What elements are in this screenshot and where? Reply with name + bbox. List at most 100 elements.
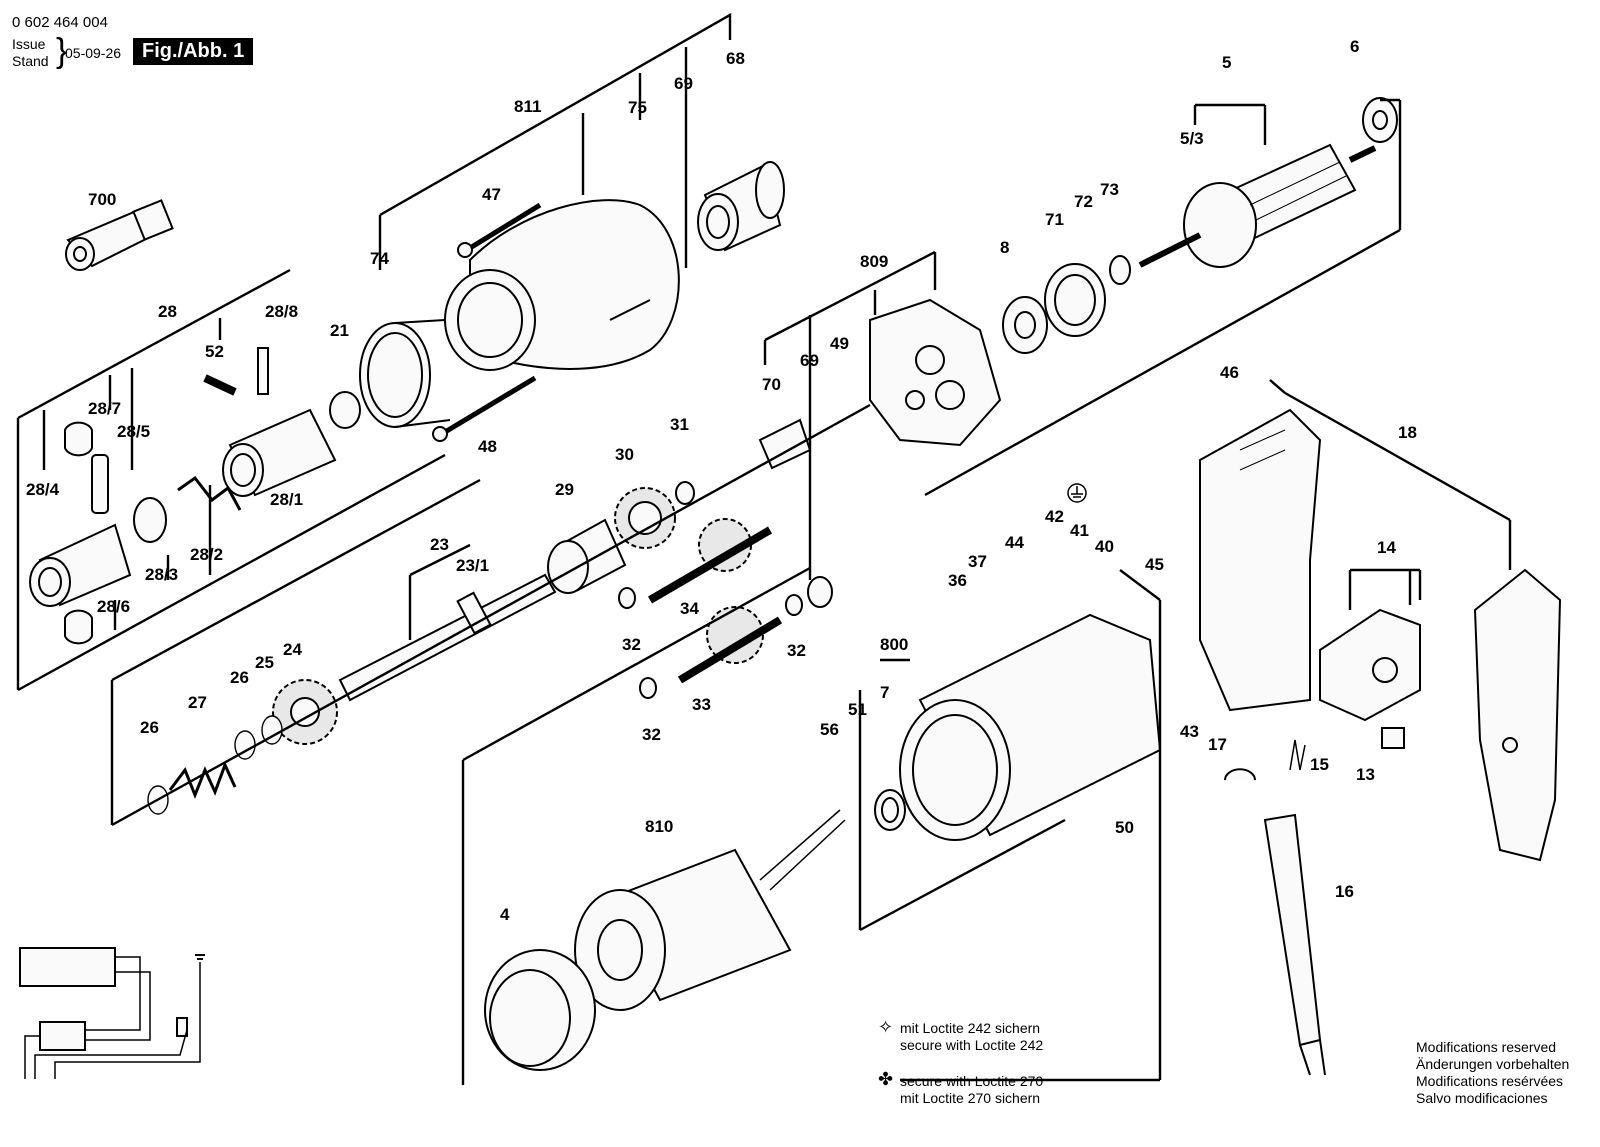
label-68: 68 — [726, 49, 745, 68]
label-5: 5 — [1222, 53, 1231, 72]
label-15: 15 — [1310, 755, 1329, 774]
modifications-es: Salvo modificaciones — [1416, 1090, 1548, 1106]
part-68-bushing — [697, 161, 785, 252]
label-33: 33 — [692, 695, 711, 714]
handle-half-right — [1473, 568, 1562, 862]
loctite-242-en: secure with Loctite 242 — [900, 1037, 1044, 1053]
part-71-plate — [1044, 263, 1106, 337]
loctite-270-de: mit Loctite 270 sichern — [900, 1090, 1041, 1106]
label-27: 27 — [188, 693, 207, 712]
label-810: 810 — [645, 817, 673, 836]
label-31: 31 — [670, 415, 689, 434]
label-70: 70 — [762, 375, 781, 394]
label-73: 73 — [1100, 180, 1119, 199]
label-4: 4 — [500, 905, 510, 924]
label-74: 74 — [370, 249, 389, 268]
leader-lines — [16, 12, 1512, 1085]
part-17-clamp — [1224, 768, 1256, 781]
label-8: 8 — [1000, 238, 1009, 257]
part-16-cord — [1263, 739, 1326, 1076]
part-drawings — [19, 97, 1562, 1079]
brace-glyph: } — [56, 32, 68, 70]
label-811: 811 — [514, 97, 541, 116]
part-6-bearing — [1362, 97, 1398, 143]
label-34: 34 — [680, 599, 699, 618]
label-7: 7 — [880, 683, 889, 702]
label-69-mid: 69 — [800, 351, 819, 370]
label-75: 75 — [628, 98, 647, 117]
part-73-o-ring — [1109, 255, 1131, 285]
screws-47-48 — [432, 202, 542, 442]
ground-icon — [1067, 483, 1087, 503]
part-4-ring — [484, 949, 596, 1071]
label-46: 46 — [1220, 363, 1239, 382]
label-28-6: 28/6 — [97, 597, 130, 616]
four-point-star-icon: ✧ — [878, 1017, 894, 1037]
label-51: 51 — [848, 700, 867, 719]
label-800: 800 — [880, 635, 908, 654]
label-23: 23 — [430, 535, 449, 554]
label-32-c: 32 — [642, 725, 661, 744]
label-16: 16 — [1335, 882, 1354, 901]
label-28-1: 28/1 — [270, 490, 303, 509]
label-29: 29 — [555, 480, 574, 499]
part-5-armature — [1138, 143, 1377, 268]
part-14-switch — [1319, 608, 1421, 722]
label-28: 28 — [158, 302, 177, 321]
loctite-242-note: mit Loctite 242 sichern secure with Loct… — [900, 1020, 1043, 1054]
wiring-schematic — [19, 947, 205, 1079]
label-45: 45 — [1145, 555, 1164, 574]
modifications-reserved: Modifications reserved Änderungen vorbeh… — [1416, 1039, 1569, 1107]
label-43: 43 — [1180, 722, 1199, 741]
label-6: 6 — [1350, 37, 1359, 56]
label-14: 14 — [1377, 538, 1396, 557]
label-32-b: 32 — [787, 641, 806, 660]
label-700: 700 — [88, 190, 116, 209]
spring-and-rings — [147, 715, 283, 815]
label-28-4: 28/4 — [26, 480, 60, 499]
part-700-adapter — [65, 199, 174, 271]
modifications-de: Änderungen vorbehalten — [1416, 1056, 1570, 1072]
part-809-bearing-flange — [869, 298, 1002, 447]
part-28-chuck-group — [29, 347, 337, 645]
label-52: 52 — [205, 342, 224, 361]
label-23-1: 23/1 — [456, 556, 489, 575]
loctite-242-de: mit Loctite 242 sichern — [900, 1020, 1041, 1036]
label-21: 21 — [330, 321, 349, 340]
label-40: 40 — [1095, 537, 1114, 556]
label-44: 44 — [1005, 533, 1024, 552]
issue-date: 05-09-26 — [65, 45, 122, 61]
label-48: 48 — [478, 437, 497, 456]
label-26-left: 26 — [140, 718, 159, 737]
label-809: 809 — [860, 252, 888, 271]
label-28-7: 28/7 — [88, 399, 121, 418]
label-49: 49 — [830, 334, 849, 353]
part-8-bearing — [1002, 296, 1048, 354]
label-28-3: 28/3 — [145, 565, 178, 584]
label-28-5: 28/5 — [117, 422, 150, 441]
label-36: 36 — [948, 571, 967, 590]
part-29-bushing — [547, 518, 627, 594]
label-25: 25 — [255, 653, 274, 672]
part-7-ring — [874, 789, 906, 831]
label-69-top: 69 — [674, 74, 693, 93]
figure-title: Fig./Abb. 1 — [133, 38, 254, 65]
part-21-o-ring — [329, 391, 361, 429]
label-56: 56 — [820, 720, 839, 739]
part-74-ring — [359, 319, 451, 428]
club-icon: ✤ — [878, 1069, 894, 1089]
label-28-8: 28/8 — [265, 302, 298, 321]
label-50: 50 — [1115, 818, 1134, 837]
part-13-capacitor — [1381, 727, 1405, 749]
label-26-right: 26 — [230, 668, 249, 687]
label-41: 41 — [1070, 521, 1089, 540]
part-800-motor-housing — [899, 613, 1162, 841]
label-18: 18 — [1398, 423, 1417, 442]
label-17: 17 — [1208, 735, 1227, 754]
label-47: 47 — [482, 185, 501, 204]
part-18-handle-half — [1199, 408, 1322, 712]
loctite-270-note: secure with Loctite 270 mit Loctite 270 … — [900, 1073, 1043, 1107]
issue-label-de: Stand — [12, 53, 49, 69]
label-24: 24 — [283, 640, 302, 659]
